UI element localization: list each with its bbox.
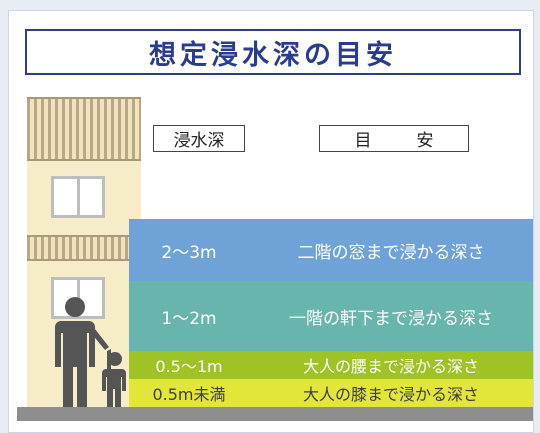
band-depth: 2〜3m — [161, 242, 217, 263]
band-under-0-5m: 0.5m未満 大人の膝まで浸かる深さ — [129, 379, 533, 407]
band-1-2m: 1〜2m 一階の軒下まで浸かる深さ — [129, 281, 533, 351]
band-desc: 大人の膝まで浸かる深さ — [302, 385, 479, 404]
ground — [17, 407, 533, 421]
second-floor-window — [51, 176, 105, 218]
band-depth: 0.5m未満 — [152, 385, 226, 404]
depth-column-header: 浸水深 — [153, 125, 245, 152]
flood-depth-card: 想定浸水深の目安 浸水深 目 安 2〜3m 二階の窓まで浸かる深さ 1〜2m 一… — [8, 10, 534, 433]
band-depth: 1〜2m — [161, 308, 217, 329]
guide-column-header: 目 安 — [319, 125, 469, 152]
eave-louver — [27, 235, 141, 261]
page-title: 想定浸水深の目安 — [149, 39, 397, 71]
title-box: 想定浸水深の目安 — [25, 29, 521, 75]
roof-louver — [27, 97, 141, 161]
band-depth: 0.5〜1m — [155, 357, 223, 376]
band-2-3m: 2〜3m 二階の窓まで浸かる深さ — [129, 219, 533, 281]
band-desc: 一階の軒下まで浸かる深さ — [289, 308, 493, 329]
band-desc: 大人の腰まで浸かる深さ — [302, 357, 479, 376]
band-desc: 二階の窓まで浸かる深さ — [297, 242, 485, 263]
adult-and-child-icon — [55, 297, 126, 411]
band-0-5-1m: 0.5〜1m 大人の腰まで浸かる深さ — [129, 351, 533, 379]
